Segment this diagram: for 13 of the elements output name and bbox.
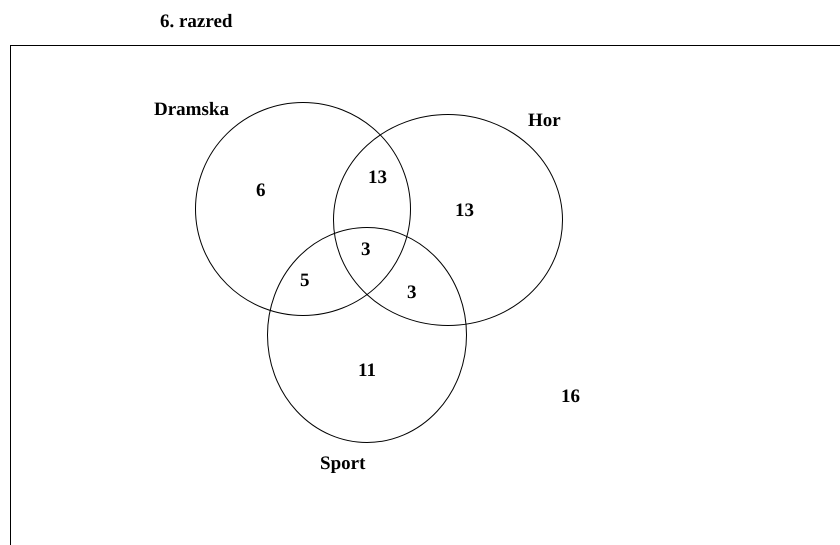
universal-set-box <box>10 45 840 545</box>
diagram-title: 6. razred <box>160 12 232 31</box>
set-label: Sport <box>320 454 366 473</box>
region-count: 13 <box>368 168 387 187</box>
region-count: 13 <box>455 201 474 220</box>
set-label: Hor <box>528 111 561 130</box>
region-count: 3 <box>407 283 416 302</box>
region-count: 11 <box>358 361 376 380</box>
region-count: 16 <box>561 387 580 406</box>
region-count: 5 <box>300 271 310 290</box>
region-count: 3 <box>361 240 370 259</box>
region-count: 6 <box>256 181 266 200</box>
set-label: Dramska <box>154 100 229 119</box>
